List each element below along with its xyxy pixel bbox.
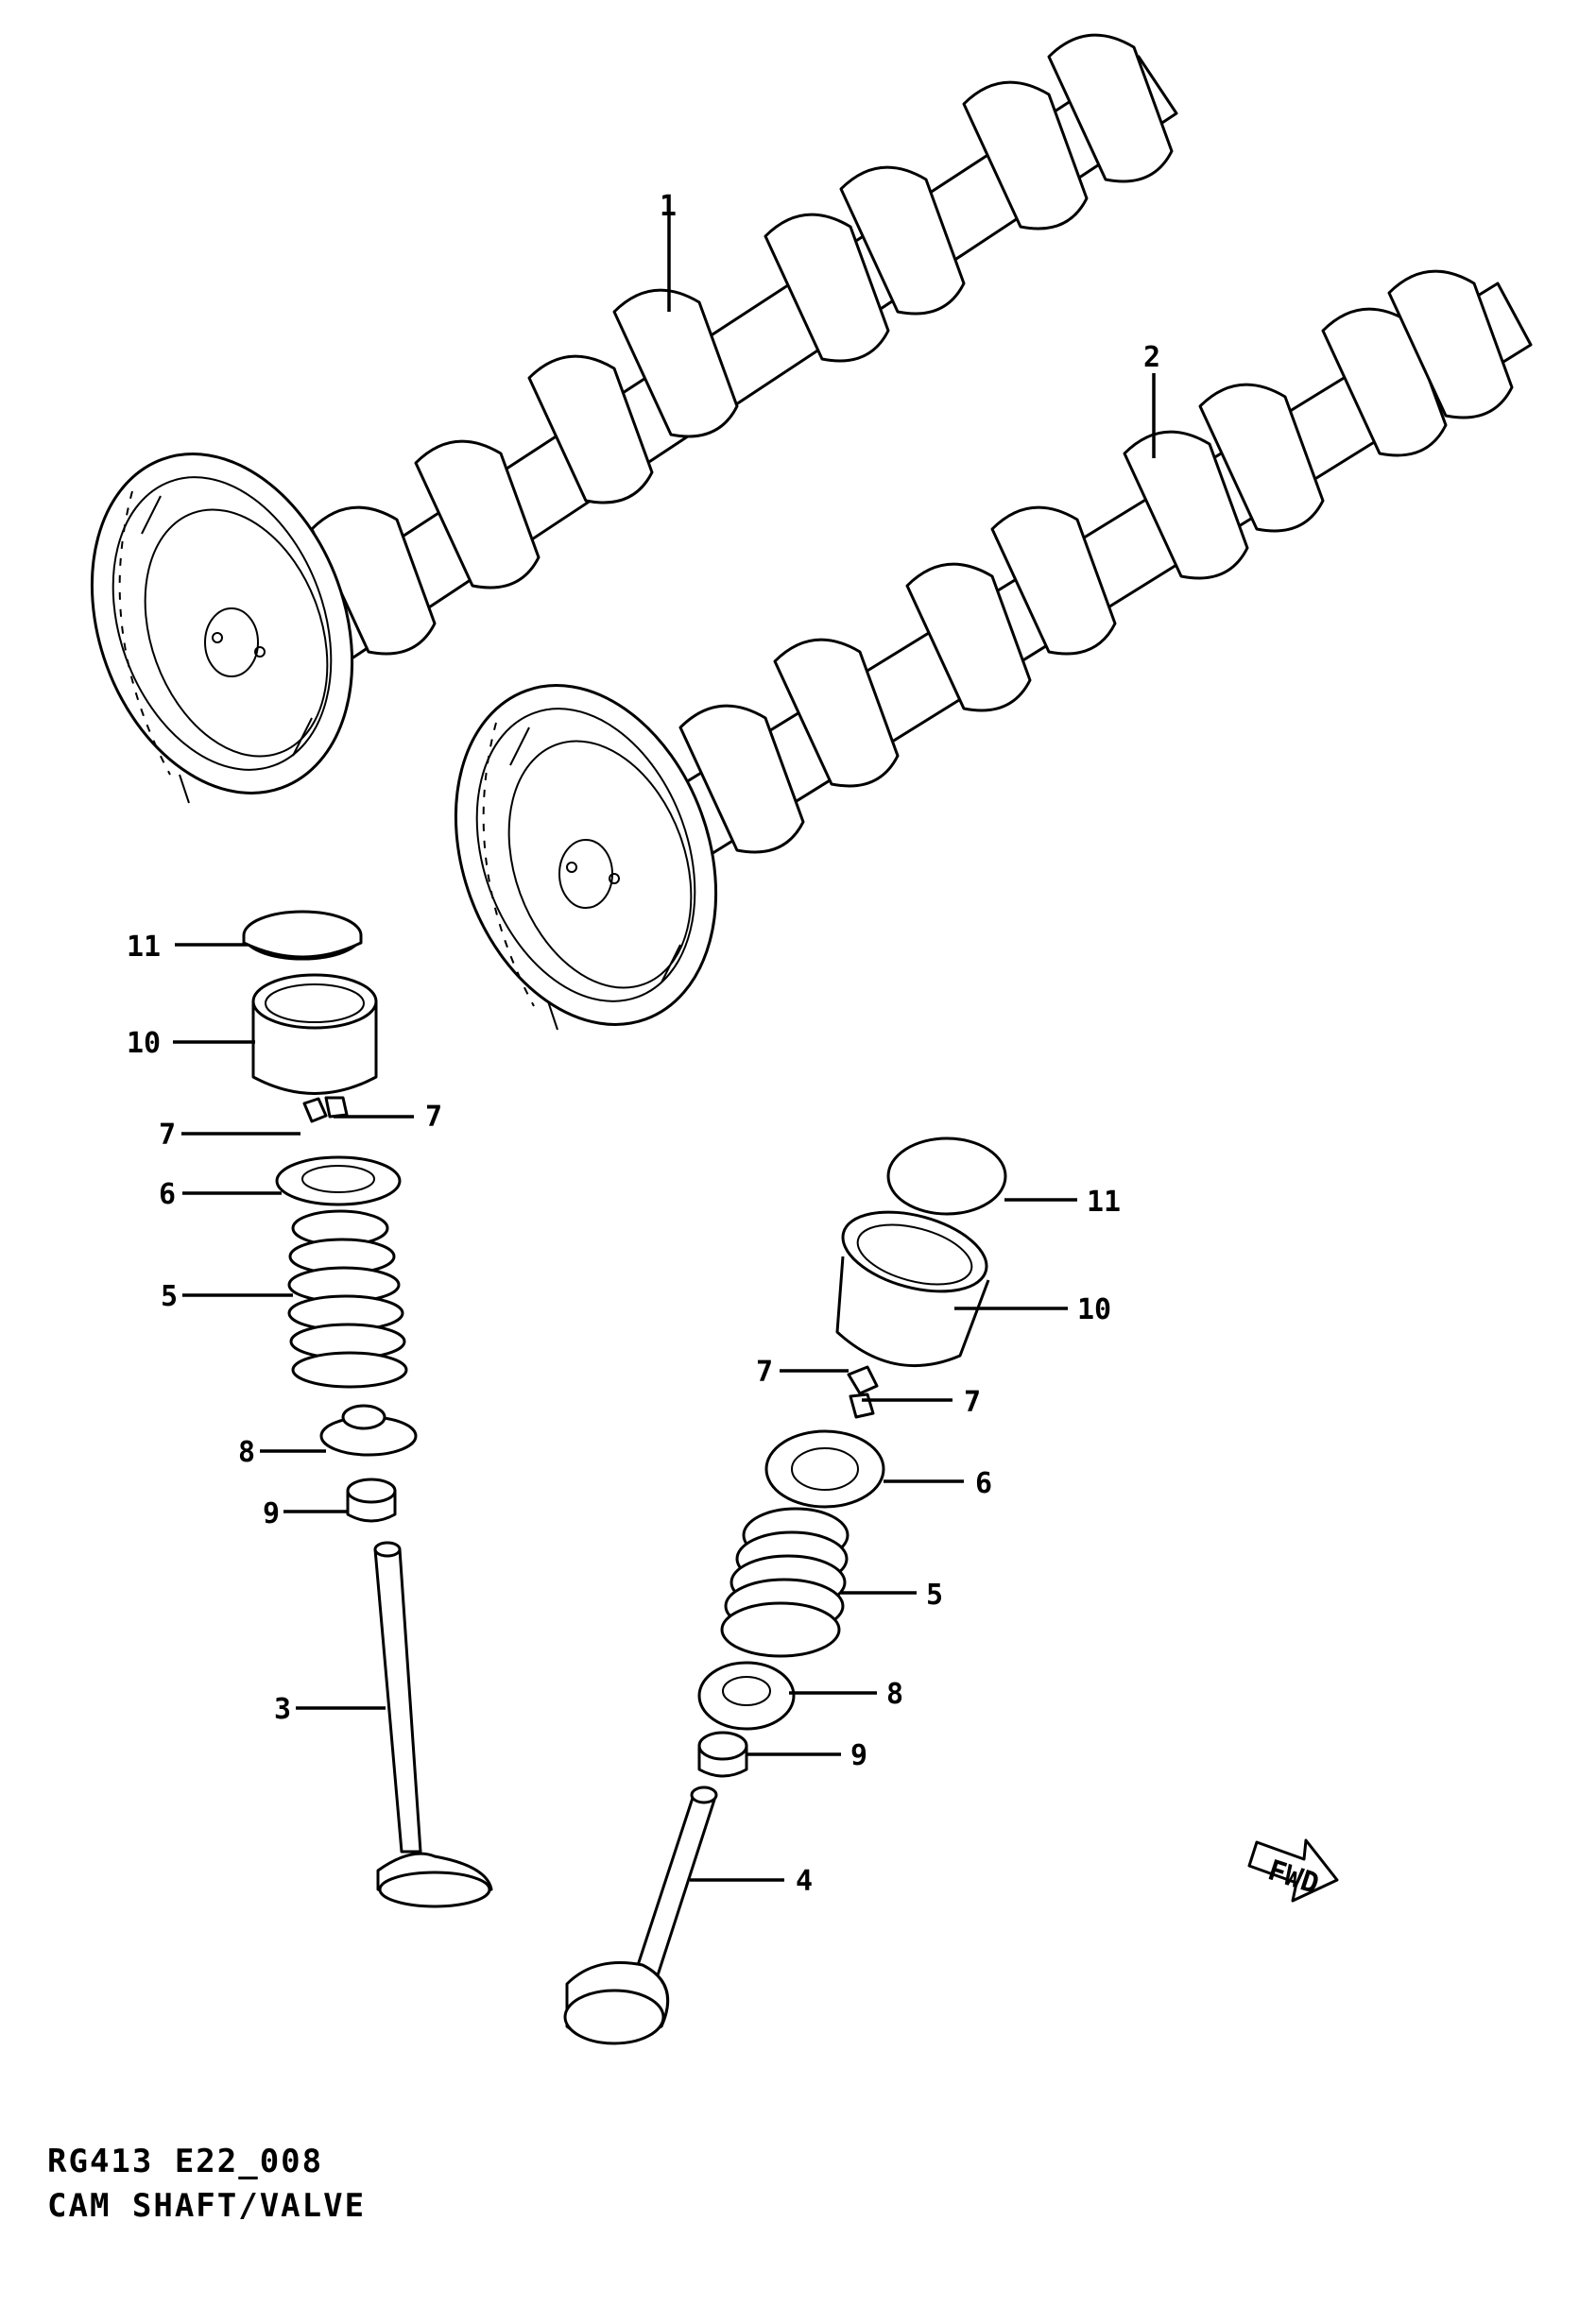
leader-lines <box>173 215 1156 1882</box>
left-spring-retainer <box>275 1155 402 1206</box>
left-valve-assembly <box>242 910 493 1908</box>
callout-left-11: 11 <box>127 931 161 964</box>
callout-left-7a: 7 <box>159 1119 176 1152</box>
callout-right-9: 9 <box>850 1739 867 1772</box>
right-shim <box>886 1136 1007 1216</box>
callout-left-5: 5 <box>161 1280 178 1313</box>
callout-right-11: 11 <box>1087 1186 1121 1219</box>
left-spring-seat <box>319 1404 418 1457</box>
callout-left-3: 3 <box>274 1693 291 1726</box>
callout-right-5: 5 <box>926 1579 943 1612</box>
left-shim <box>242 910 363 961</box>
diagram-code: RG413 E22_008 <box>47 2143 324 2180</box>
left-tappet <box>251 973 378 1095</box>
right-spring-retainer <box>764 1429 885 1509</box>
right-valve-spring <box>720 1507 850 1658</box>
right-valve <box>563 1786 718 2045</box>
left-valve-spring <box>287 1209 408 1389</box>
fwd-direction-arrow: FWD <box>1247 1838 1339 1903</box>
right-spring-seat <box>697 1661 796 1731</box>
callout-right-10: 10 <box>1077 1293 1111 1326</box>
callout-right-6: 6 <box>975 1467 992 1500</box>
left-keepers <box>302 1096 349 1123</box>
callout-2: 2 <box>1143 341 1160 374</box>
left-stem-seal <box>346 1478 397 1523</box>
callout-left-6: 6 <box>159 1178 176 1211</box>
callout-left-7b: 7 <box>425 1101 442 1134</box>
camshaft-2 <box>454 269 1533 1031</box>
diagram-title: CAM SHAFT/VALVE <box>47 2187 367 2225</box>
callout-left-8: 8 <box>238 1436 255 1469</box>
camshaft-1 <box>90 33 1178 804</box>
callout-right-7b: 7 <box>964 1386 981 1419</box>
callout-right-7a: 7 <box>756 1356 773 1389</box>
callout-right-4: 4 <box>796 1865 813 1898</box>
right-tappet <box>835 1210 990 1368</box>
callout-left-9: 9 <box>263 1497 280 1530</box>
right-keepers <box>847 1365 879 1419</box>
callout-right-8: 8 <box>886 1678 903 1711</box>
callout-labels: 1 2 11 10 7 7 6 5 8 9 3 11 10 7 7 6 5 8 … <box>127 190 1160 1898</box>
right-stem-seal <box>697 1731 748 1778</box>
right-valve-assembly <box>563 1136 1007 2045</box>
callout-1: 1 <box>660 190 677 223</box>
left-valve <box>373 1541 493 1908</box>
callout-left-10: 10 <box>127 1027 161 1060</box>
